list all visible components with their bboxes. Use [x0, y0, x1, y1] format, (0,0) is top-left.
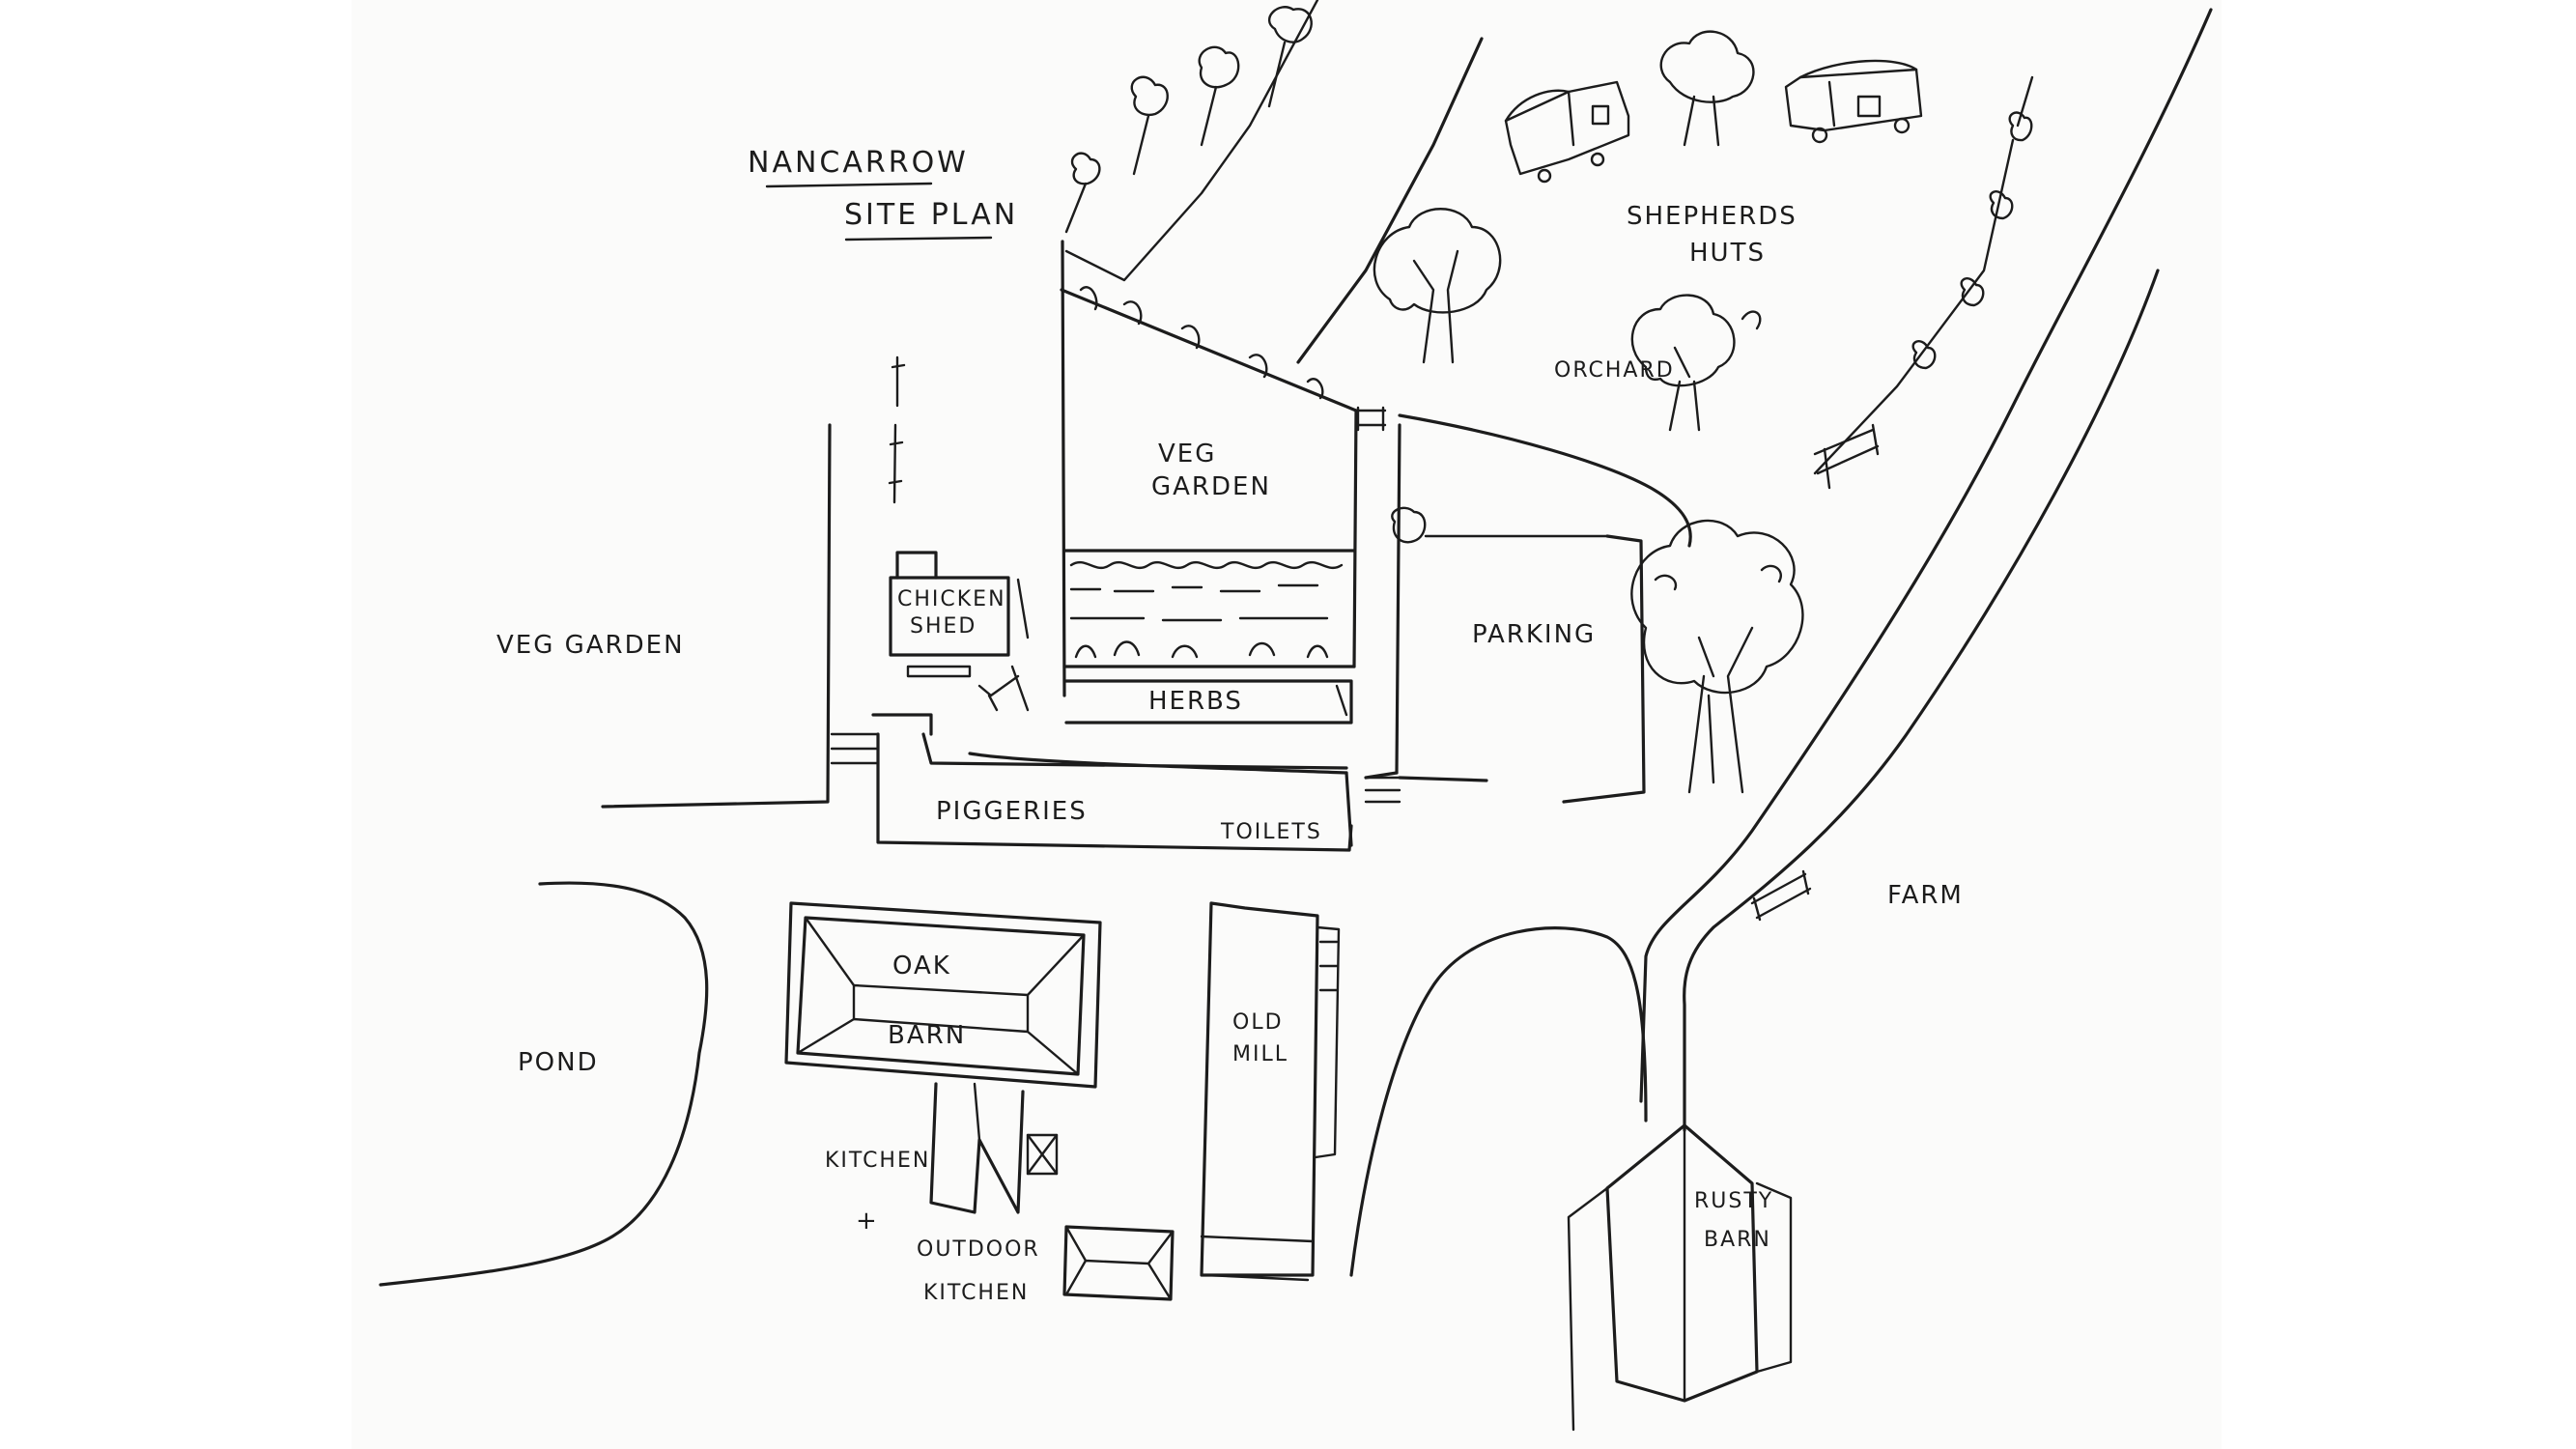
- label-kitchen-plus: +: [856, 1207, 879, 1236]
- sign-post-icon: [1391, 506, 1609, 544]
- label-shepherds-huts-2: HUTS: [1689, 239, 1766, 268]
- title-underline-1: [765, 182, 933, 188]
- parking-area: [1562, 534, 1646, 804]
- hedge-veg-garden-north: [1060, 286, 1358, 412]
- label-piggeries: PIGGERIES: [936, 797, 1088, 826]
- title-line-2: SITE PLAN: [844, 198, 1018, 232]
- shepherd-hut-2: [1784, 59, 1923, 144]
- piggeries-building: [830, 713, 1488, 852]
- oak-barn: [784, 901, 1102, 1089]
- kitchen-building: [929, 1082, 1175, 1301]
- lane-west-edge: [1395, 423, 1401, 775]
- label-kitchen-3: KITCHEN: [923, 1281, 1029, 1305]
- farm-lane: [1639, 8, 2213, 1132]
- old-mill: [1200, 901, 1341, 1282]
- label-pond: POND: [518, 1048, 599, 1077]
- label-parking: PARKING: [1472, 620, 1596, 649]
- label-veg-garden-north-1: VEG: [1158, 440, 1216, 469]
- large-tree-parking: [1630, 519, 1804, 794]
- label-veg-garden-west: VEG GARDEN: [496, 631, 685, 660]
- orchard-trees: [1373, 208, 1762, 432]
- label-oak-barn-2: BARN: [888, 1021, 966, 1050]
- veg-garden-north-plot: [1061, 240, 1358, 724]
- track-rusty-barn: [1349, 926, 1648, 1277]
- label-farm: FARM: [1887, 881, 1964, 910]
- tree-line-north: [1064, 0, 1319, 282]
- chicken-shed: [889, 551, 1030, 712]
- title-line-1: NANCARROW: [748, 146, 969, 180]
- site-plan-sketch: NANCARROW SITE PLAN: [379, 0, 2213, 1432]
- tree-huts: [1659, 30, 1755, 147]
- label-herbs: HERBS: [1148, 687, 1243, 716]
- label-old-mill-2: MILL: [1232, 1042, 1288, 1066]
- label-old-mill-1: OLD: [1232, 1010, 1284, 1035]
- label-veg-garden-north-2: GARDEN: [1151, 472, 1271, 501]
- label-shepherds-huts-1: SHEPHERDS: [1627, 202, 1798, 231]
- shepherd-hut-1: [1504, 80, 1630, 184]
- gate-north: [1354, 406, 1692, 548]
- label-toilets: TOILETS: [1220, 820, 1322, 844]
- tree-line-east: [1813, 75, 2034, 490]
- label-chicken-shed-2: SHED: [910, 614, 977, 639]
- label-oak-barn-1: OAK: [892, 952, 951, 980]
- rusty-barn: [1567, 1123, 1793, 1432]
- sketch-paper: NANCARROW SITE PLAN: [352, 0, 2222, 1449]
- site-plan-title: NANCARROW SITE PLAN: [748, 146, 1018, 242]
- title-underline-2: [844, 236, 993, 242]
- field-boundary-north: [1296, 37, 1484, 364]
- label-kitchen-2: OUTDOOR: [917, 1237, 1040, 1262]
- label-rusty-barn-1: RUSTY: [1694, 1189, 1773, 1213]
- label-kitchen-1: KITCHEN: [825, 1149, 930, 1173]
- pond: [379, 881, 709, 1287]
- label-rusty-barn-2: BARN: [1704, 1228, 1771, 1252]
- label-orchard: ORCHARD: [1554, 358, 1675, 383]
- label-chicken-shed-1: CHICKEN: [897, 587, 1006, 611]
- veg-garden-west-plot: [601, 355, 906, 809]
